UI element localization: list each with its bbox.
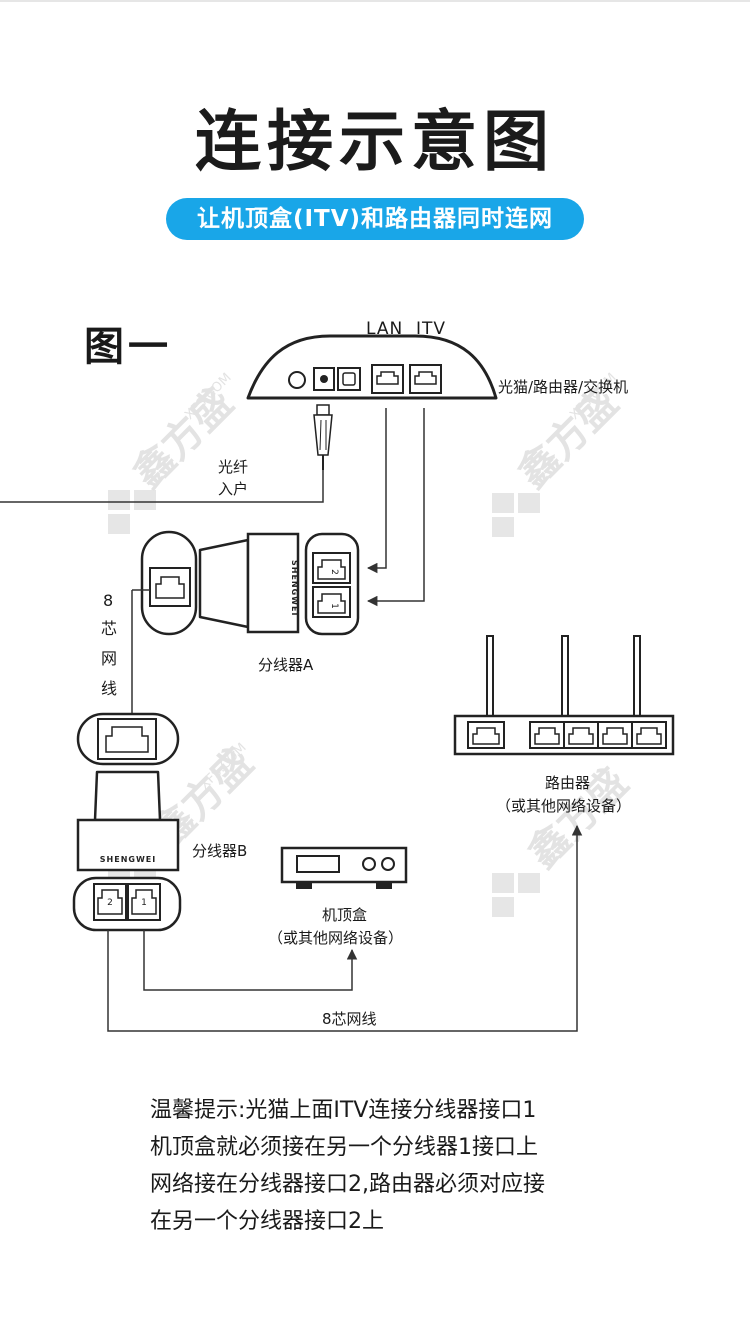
splitter-b: SHENGWEI 2 1 <box>72 712 182 932</box>
splitter-a: SHENGWEI 2 1 <box>140 530 360 636</box>
cable-vertical-label-4: 线 <box>101 679 118 698</box>
fiber-cable <box>0 470 324 503</box>
bottom-cable-label: 8芯网线 <box>322 1010 377 1028</box>
svg-text:1: 1 <box>329 603 339 609</box>
splitter-b-to-router-line <box>107 824 583 1032</box>
settopbox-sublabel: （或其他网络设备） <box>268 929 404 947</box>
settopbox-label: 机顶盒 <box>322 906 368 924</box>
splitter-b-to-settopbox-line <box>143 930 358 991</box>
lan-to-splitter-a-line <box>366 408 387 574</box>
splitter-a-brand: SHENGWEI <box>290 560 299 616</box>
modem-label: 光猫/路由器/交换机 <box>498 378 629 396</box>
router-device <box>453 635 675 756</box>
power-button-icon <box>288 371 306 389</box>
fiber-label-line2: 入户 <box>218 480 249 498</box>
antenna-icon <box>486 635 494 717</box>
tip-line: 机顶盒就必须接在另一个分线器1接口上 <box>150 1135 538 1160</box>
splitter-b-label: 分线器B <box>192 842 248 860</box>
tip-line: 温馨提示:光猫上面ITV连接分线器接口1 <box>150 1098 537 1123</box>
splitter-b-brand: SHENGWEI <box>100 855 156 864</box>
splitter-a-port2-icon <box>312 552 351 584</box>
knob-icon <box>381 857 395 871</box>
svg-text:2: 2 <box>107 898 113 908</box>
splitter-a-label: 分线器A <box>258 656 314 674</box>
fiber-port-icon <box>337 367 361 391</box>
modem-device <box>246 334 498 400</box>
svg-text:2: 2 <box>329 569 339 575</box>
top-divider <box>0 0 750 2</box>
tip-text: 温馨提示:光猫上面ITV连接分线器接口1 机顶盒就必须接在另一个分线器1接口上 … <box>150 1092 710 1240</box>
splitter-a-port1-icon <box>312 586 351 618</box>
cable-vertical-label-1: 8 <box>103 591 114 610</box>
figure-label: 图一 <box>84 324 172 370</box>
tip-line: 网络接在分线器接口2,路由器必须对应接 <box>150 1172 545 1197</box>
router-label: 路由器 <box>545 774 591 792</box>
watermark-logo: 鑫方盛 XFS.COM 鑫方盛 XFS.COM 鑫方盛 XFS.COM 鑫方盛 <box>108 370 637 917</box>
knob-icon <box>362 857 376 871</box>
fiber-label-line1: 光纤 <box>218 458 249 476</box>
svg-text:1: 1 <box>141 898 147 908</box>
router-sublabel: （或其他网络设备） <box>496 797 632 815</box>
subtitle-pill: 让机顶盒(ITV)和路由器同时连网 <box>166 198 584 240</box>
antenna-icon <box>633 635 641 717</box>
page-title: 连接示意图 <box>195 103 555 180</box>
modem-ports-label: LAN ITV <box>366 319 447 339</box>
cable-vertical-label-3: 网 <box>101 649 118 668</box>
cable-vertical-label-2: 芯 <box>101 619 118 638</box>
fiber-plug <box>313 404 333 470</box>
tip-line: 在另一个分线器接口2上 <box>150 1209 384 1234</box>
itv-to-splitter-a-line <box>366 408 425 607</box>
set-top-box <box>280 846 408 889</box>
antenna-icon <box>561 635 569 717</box>
display-window-icon <box>296 855 340 873</box>
